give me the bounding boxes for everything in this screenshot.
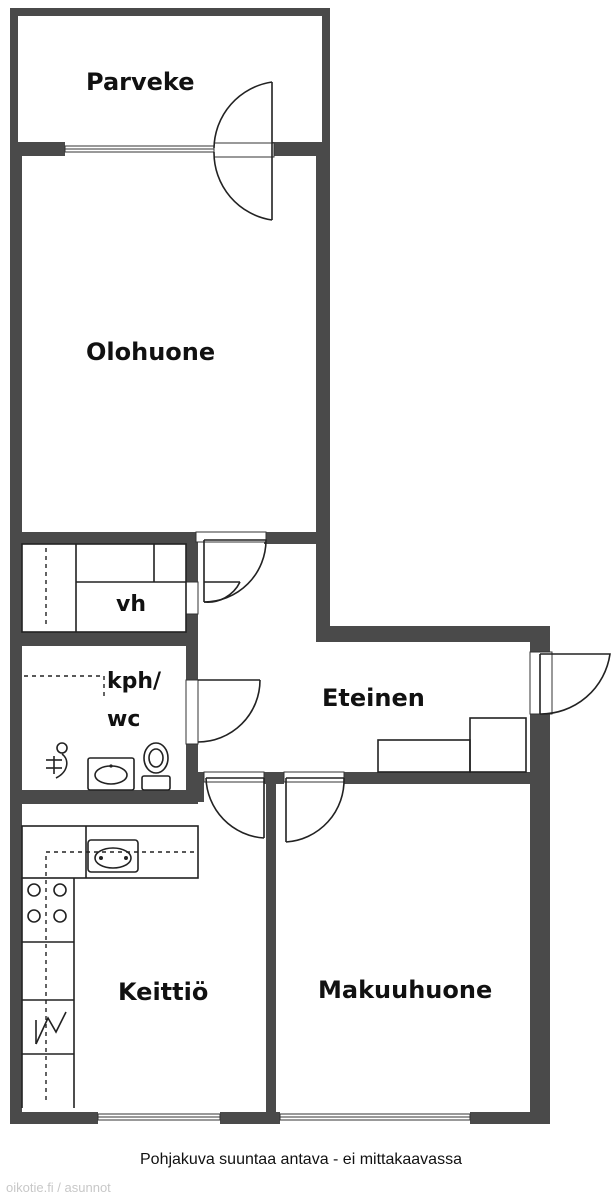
room-label-bedroom: Makuuhuone [318,976,492,1004]
bedroom-door [283,771,345,843]
room-labels: Parveke Olohuone vh kph/ wc Eteinen Keit… [86,68,492,1006]
room-label-balcony: Parveke [86,68,195,96]
room-label-kitchen: Keittiö [118,978,208,1006]
room-label-closet: vh [116,592,146,617]
windows [64,145,471,1121]
room-label-hall: Eteinen [322,684,425,712]
bathroom-door [185,679,261,745]
fridge-icon [35,1011,67,1045]
closet-door [185,531,267,615]
bathroom-fixtures [24,675,171,791]
stove-icon [27,883,67,923]
sink-icon [87,757,135,791]
closet-shelves [21,543,187,633]
room-label-living-room: Olohuone [86,338,215,366]
doors [185,81,611,843]
shower-icon [46,742,68,779]
interior-walls [10,532,530,1124]
kitchen-door [203,771,265,839]
watermark: oikotie.fi / asunnot [6,1180,111,1195]
hall-wardrobe [377,717,527,773]
room-label-bathroom-line2: wc [107,707,140,732]
balcony-walls [10,8,330,150]
toilet-icon [141,742,171,791]
plan-caption: Pohjakuva suuntaa antava - ei mittakaava… [140,1151,462,1168]
room-label-bathroom-line1: kph/ [107,669,162,694]
kitchen-sink-icon [87,839,139,873]
balcony-door [213,81,275,221]
entrance-door [529,651,611,715]
kitchen-counter [21,825,199,1108]
